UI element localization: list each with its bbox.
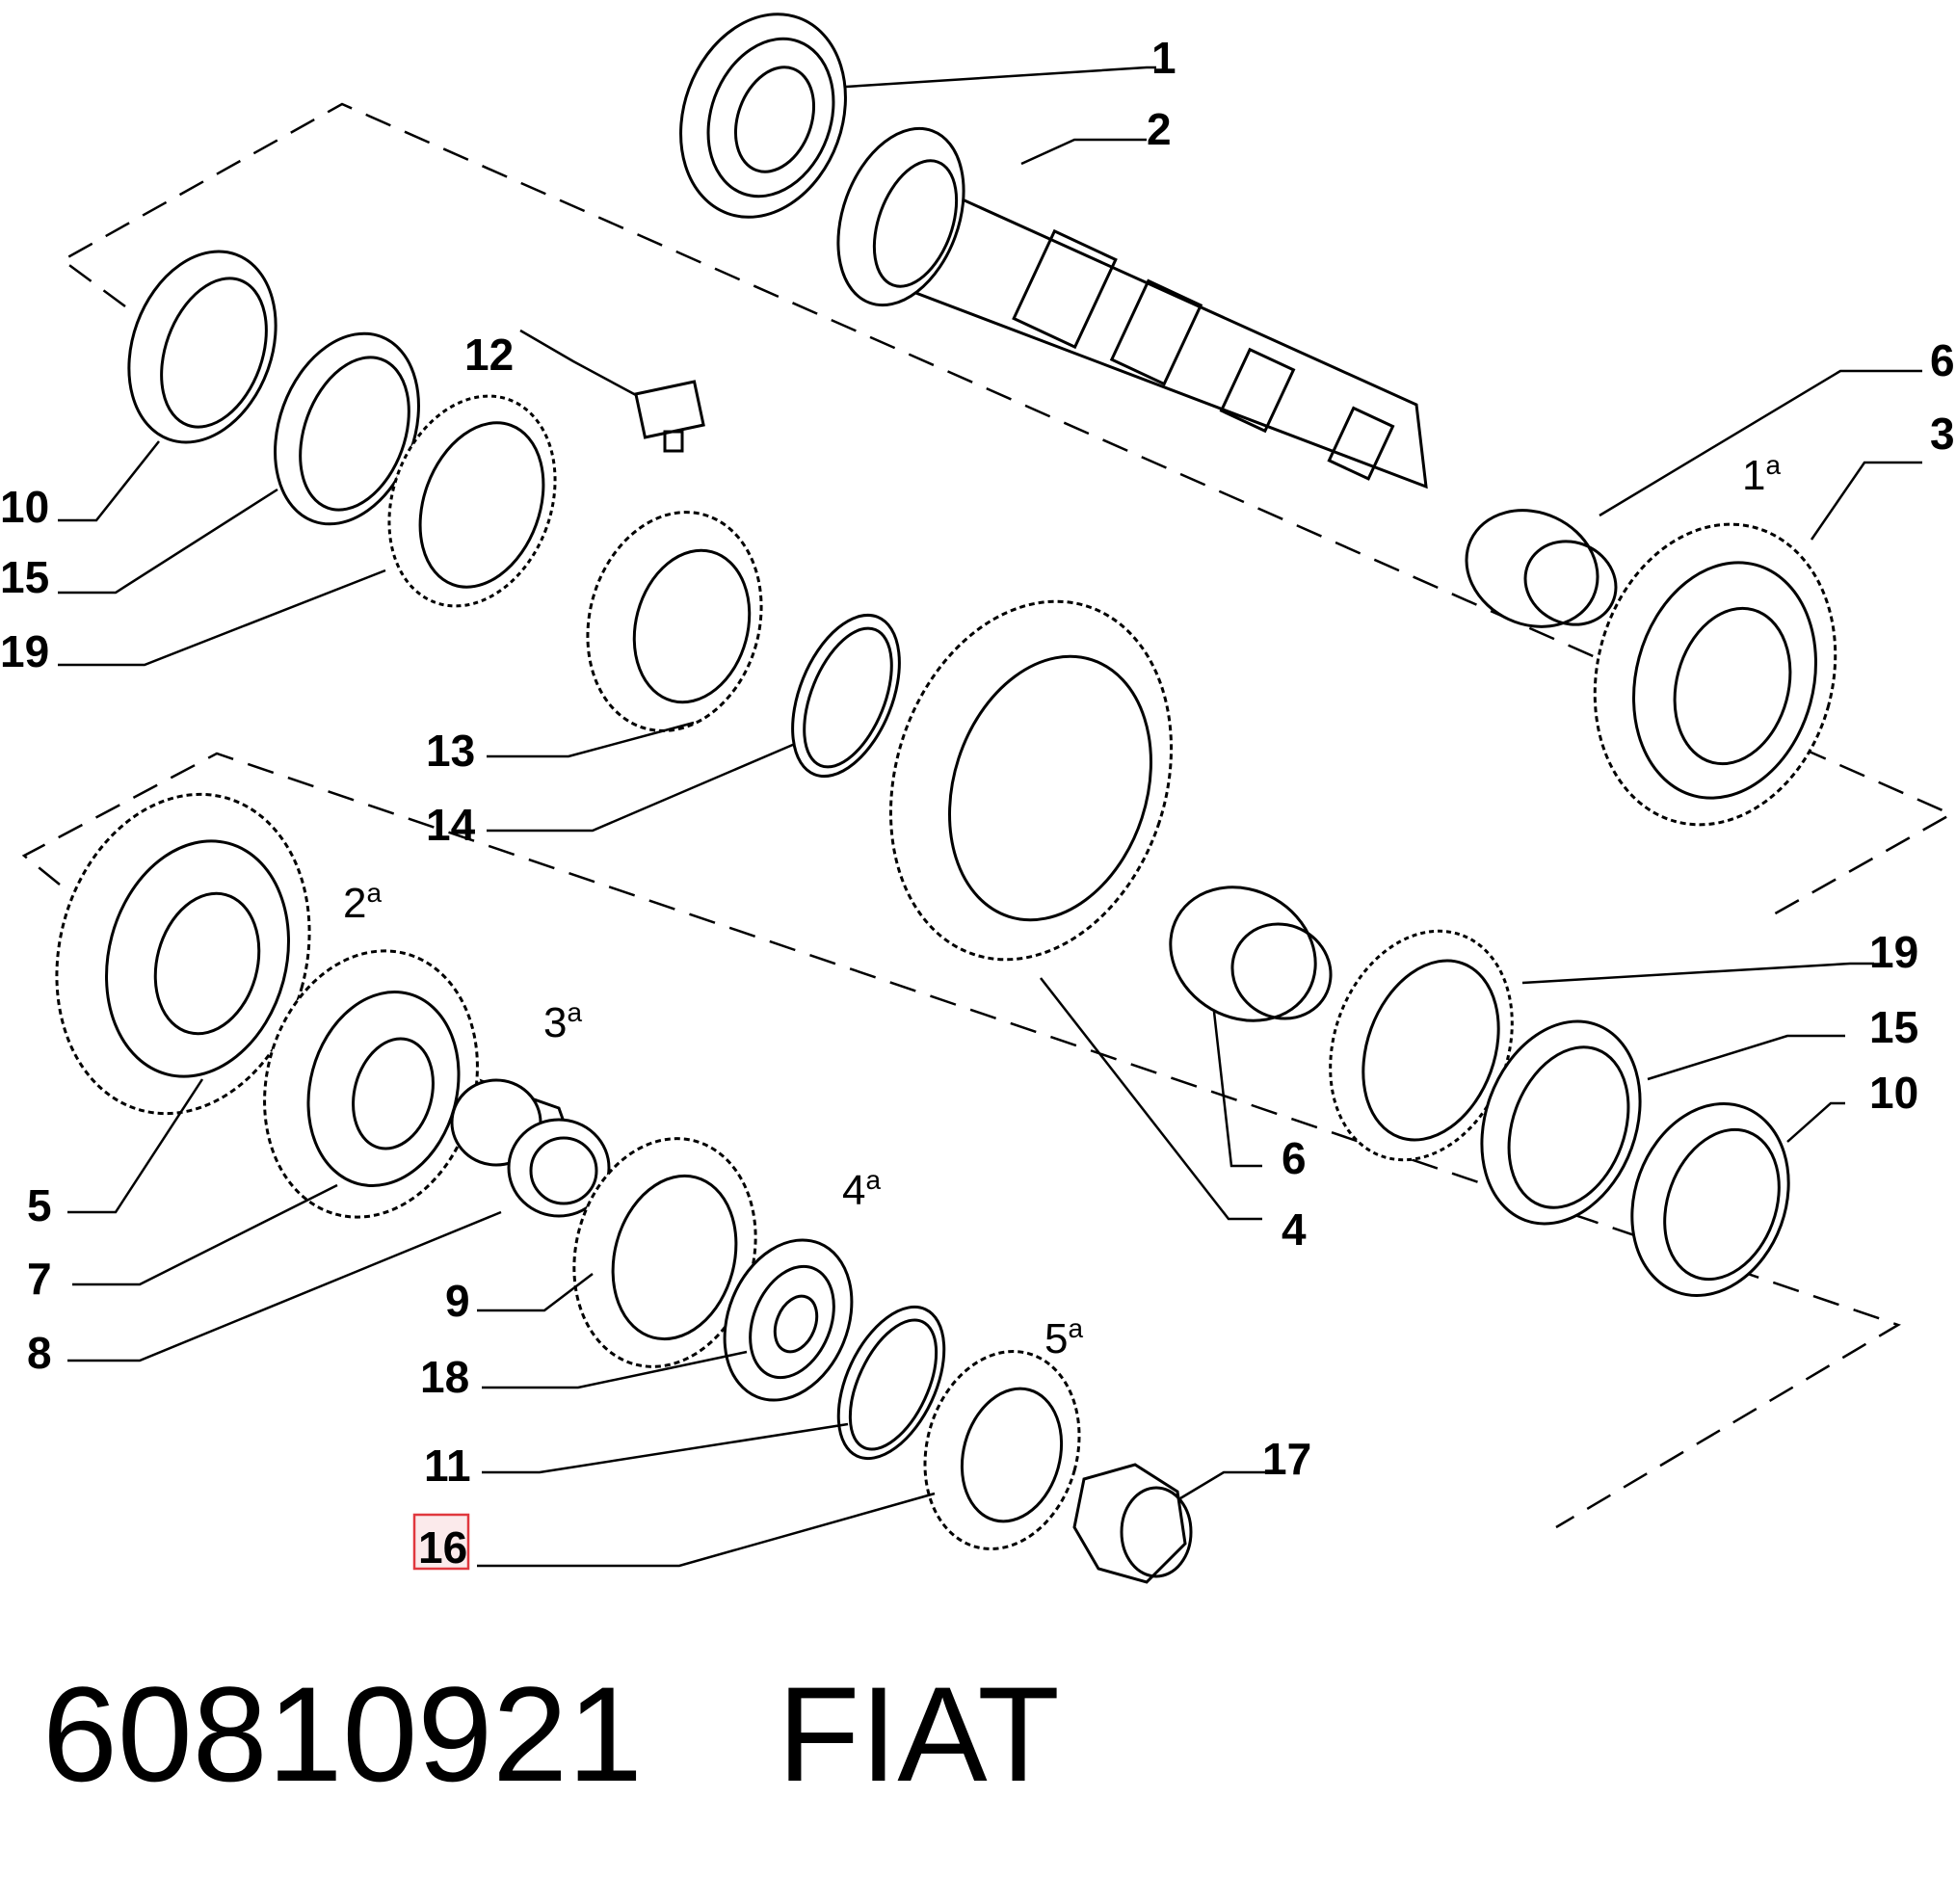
callout-15-upper: 15 bbox=[0, 552, 49, 602]
gear-label-3: 3a bbox=[543, 997, 582, 1046]
part-1-bearing bbox=[679, 13, 847, 219]
part-5-second-gear bbox=[55, 792, 311, 1116]
callout-1: 1 bbox=[1151, 33, 1176, 83]
callout-7: 7 bbox=[27, 1254, 52, 1304]
part-19-synchro-ring-upper bbox=[387, 394, 557, 608]
callout-2: 2 bbox=[1147, 104, 1172, 154]
part-2-main-shaft bbox=[836, 126, 1428, 489]
callout-4: 4 bbox=[1282, 1204, 1307, 1255]
part-6-needle-bearing-upper bbox=[1465, 509, 1618, 628]
part-7-third-gear bbox=[263, 949, 479, 1219]
gear-label-1: 1a bbox=[1742, 450, 1781, 499]
callout-13: 13 bbox=[426, 726, 475, 776]
part-number-footer: 60810921 FIAT bbox=[42, 1657, 1060, 1811]
callout-12: 12 bbox=[464, 330, 514, 380]
callout-8: 8 bbox=[27, 1328, 52, 1378]
upper-group-frame bbox=[60, 102, 1954, 922]
part-6-needle-bearing-lower bbox=[1169, 886, 1333, 1022]
gear-label-4: 4a bbox=[842, 1165, 881, 1214]
callout-15-lower: 15 bbox=[1869, 1002, 1918, 1052]
callout-16: 16 bbox=[418, 1522, 467, 1573]
part-14-snap-ring bbox=[791, 613, 901, 779]
gear-label-5: 5a bbox=[1044, 1313, 1083, 1362]
callout-numbers: 1 2 6 3 12 10 15 19 13 14 19 15 10 6 4 5… bbox=[0, 33, 1955, 1573]
callout-6-lower: 6 bbox=[1282, 1133, 1307, 1183]
callout-6-upper: 6 bbox=[1930, 335, 1955, 385]
part-15-inner-ring-lower bbox=[1480, 1019, 1642, 1226]
highlight-box bbox=[412, 1513, 470, 1571]
part-4-coupling-sleeve bbox=[888, 599, 1174, 962]
lower-group-frame bbox=[21, 752, 1901, 1529]
callout-14: 14 bbox=[426, 800, 476, 850]
part-10-synchro-cone-upper bbox=[127, 250, 278, 444]
part-17-nut bbox=[1072, 1463, 1193, 1584]
part-10-synchro-cone-lower bbox=[1630, 1102, 1790, 1297]
part-13-synchro-hub bbox=[586, 511, 763, 732]
callout-17: 17 bbox=[1262, 1434, 1311, 1484]
part-18-bearing bbox=[723, 1238, 854, 1402]
callout-10-lower: 10 bbox=[1869, 1068, 1918, 1118]
part-11-snap-ring bbox=[836, 1305, 946, 1461]
callout-19-upper: 19 bbox=[0, 626, 49, 676]
part-8-spacer-bushing bbox=[450, 1078, 611, 1218]
callout-10-upper: 10 bbox=[0, 482, 49, 532]
gear-label-2: 2a bbox=[343, 878, 382, 927]
part-16-fifth-gear bbox=[923, 1350, 1081, 1550]
callout-5: 5 bbox=[27, 1180, 52, 1230]
callout-18: 18 bbox=[420, 1352, 469, 1402]
part-12-key bbox=[634, 380, 705, 453]
part-number: 60810921 bbox=[42, 1658, 643, 1810]
leader-lines bbox=[58, 66, 1922, 1568]
callout-3: 3 bbox=[1930, 409, 1955, 459]
brand-name: FIAT bbox=[777, 1658, 1060, 1810]
part-3-first-gear bbox=[1593, 522, 1837, 827]
callout-11: 11 bbox=[424, 1441, 471, 1491]
callout-9: 9 bbox=[445, 1276, 470, 1326]
callout-19-lower: 19 bbox=[1869, 927, 1918, 977]
gear-labels: 1a 2a 3a 4a 5a bbox=[343, 450, 1781, 1362]
